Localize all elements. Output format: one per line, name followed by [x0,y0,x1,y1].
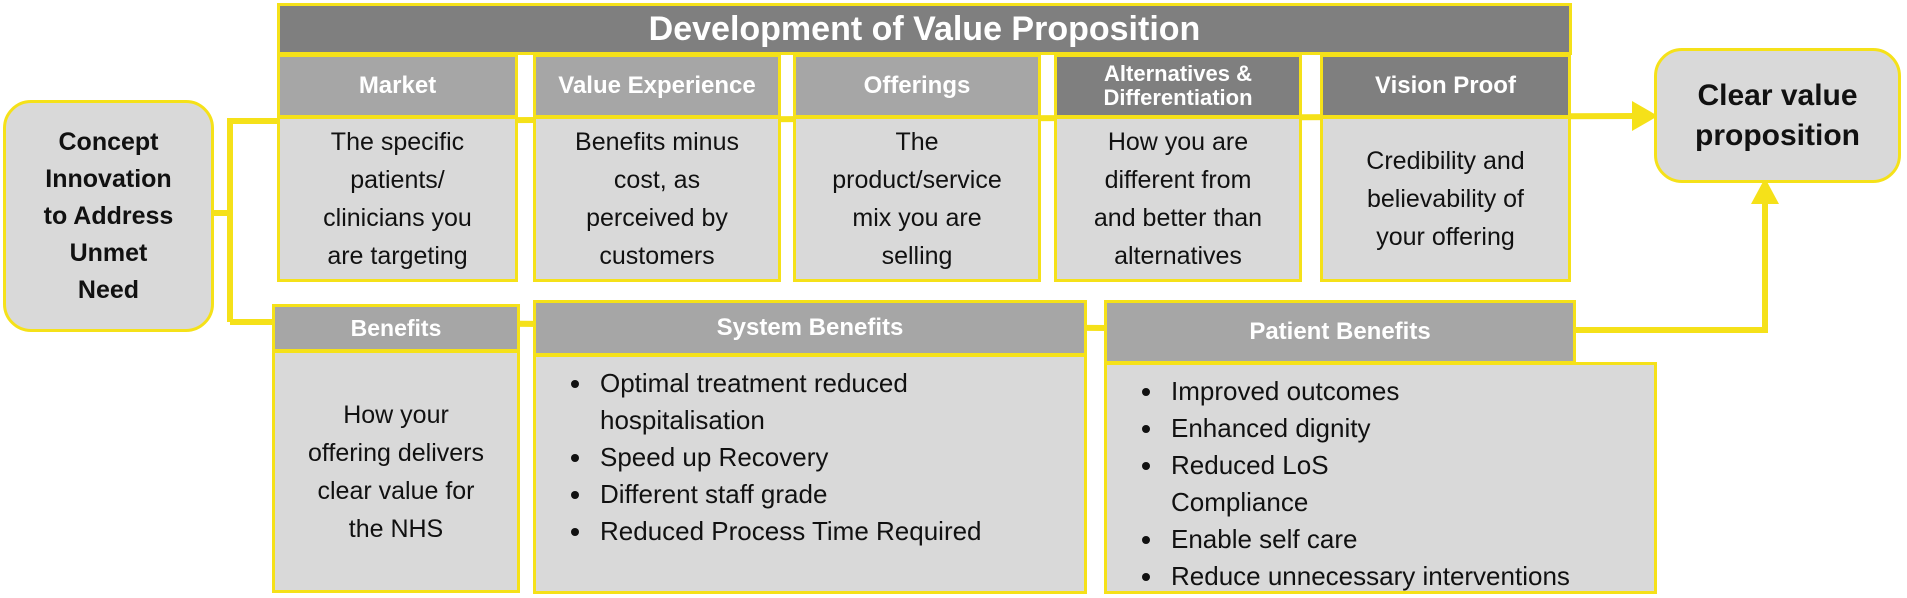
alternatives-line: different from [1104,166,1252,194]
benefits-line: offering delivers [307,438,485,467]
value-experience-line: perceived by [586,204,728,232]
vision-proof-line: Credibility and [1366,147,1525,175]
value-experience-line: cost, as [613,166,701,194]
value-experience-header: Value Experience [533,54,781,118]
vision-proof-description: Credibility and believability of your of… [1320,116,1571,282]
outcome-line: Clear value [1697,78,1858,112]
outcome-box: Clear value proposition [1654,48,1901,183]
alternatives-header: Alternatives & Differentiation [1054,54,1302,118]
system-benefit-item: Different staff grade [594,476,1034,513]
title-text: Development of Value Proposition [648,9,1201,48]
patient-benefit-item: Improved outcomes [1165,373,1595,410]
alternatives-line: How you are [1107,128,1249,156]
arrow-to-outcome-up [1751,178,1779,204]
patient-benefits-list-box: Improved outcomes Enhanced dignity Reduc… [1104,362,1657,594]
market-line: patients/ [350,166,445,194]
system-benefits-header: System Benefits [533,300,1087,356]
offerings-line: selling [881,242,953,270]
patient-benefit-item: Enable self care [1165,521,1595,558]
patient-benefit-item: Reduce unnecessary interventions [1165,558,1595,595]
offerings-description: The product/service mix you are selling [793,116,1041,282]
concept-line: Need [77,275,140,304]
alternatives-line: and better than [1093,204,1263,232]
value-experience-line: customers [599,242,715,270]
patient-benefit-item: Enhanced dignity [1165,410,1595,447]
patient-benefits-list: Improved outcomes Enhanced dignity Reduc… [1107,373,1595,595]
benefits-description: How your offering delivers clear value f… [272,350,520,593]
system-benefit-item: Speed up Recovery [594,439,1034,476]
benefits-line: clear value for [317,476,475,505]
diagram-title: Development of Value Proposition [277,3,1572,55]
market-header: Market [277,54,518,118]
market-line: are targeting [327,242,468,270]
benefits-header: Benefits [272,304,520,352]
vision-proof-line: your offering [1376,223,1515,251]
patient-benefit-item: Reduced LoS Compliance [1165,447,1341,521]
system-benefit-item: Optimal treatment reduced hospitalisatio… [594,365,1034,439]
benefits-line: the NHS [348,514,444,543]
vision-proof-header: Vision Proof [1320,54,1571,118]
concept-box: Concept Innovation to Address Unmet Need [3,100,214,332]
outcome-line: proposition [1695,118,1860,152]
alternatives-description: How you are different from and better th… [1054,116,1302,282]
system-benefits-list-box: Optimal treatment reduced hospitalisatio… [533,354,1087,594]
concept-line: Innovation [45,164,172,193]
offerings-line: mix you are [852,204,982,232]
offerings-line: The [895,128,939,156]
value-experience-description: Benefits minus cost, as perceived by cus… [533,116,781,282]
market-description: The specific patients/ clinicians you ar… [277,116,518,282]
system-benefits-list: Optimal treatment reduced hospitalisatio… [536,365,1034,550]
offerings-line: product/service [832,166,1002,194]
system-benefit-item: Reduced Process Time Required [594,513,1034,550]
market-line: clinicians you [323,204,472,232]
concept-split-connector [210,118,278,216]
alternatives-line: alternatives [1114,242,1242,270]
arrow-to-outcome-right [1632,101,1658,131]
concept-line: to Address [43,201,174,230]
concept-line: Unmet [69,238,148,267]
concept-line: Concept [58,127,159,156]
offerings-header: Offerings [793,54,1041,118]
patient-benefits-header: Patient Benefits [1104,300,1576,364]
benefits-line: How your [343,400,449,429]
patient-benefits-connector [1574,192,1768,333]
market-line: The specific [330,128,465,156]
value-experience-line: Benefits minus [575,128,739,156]
vision-proof-line: believability of [1366,185,1524,213]
